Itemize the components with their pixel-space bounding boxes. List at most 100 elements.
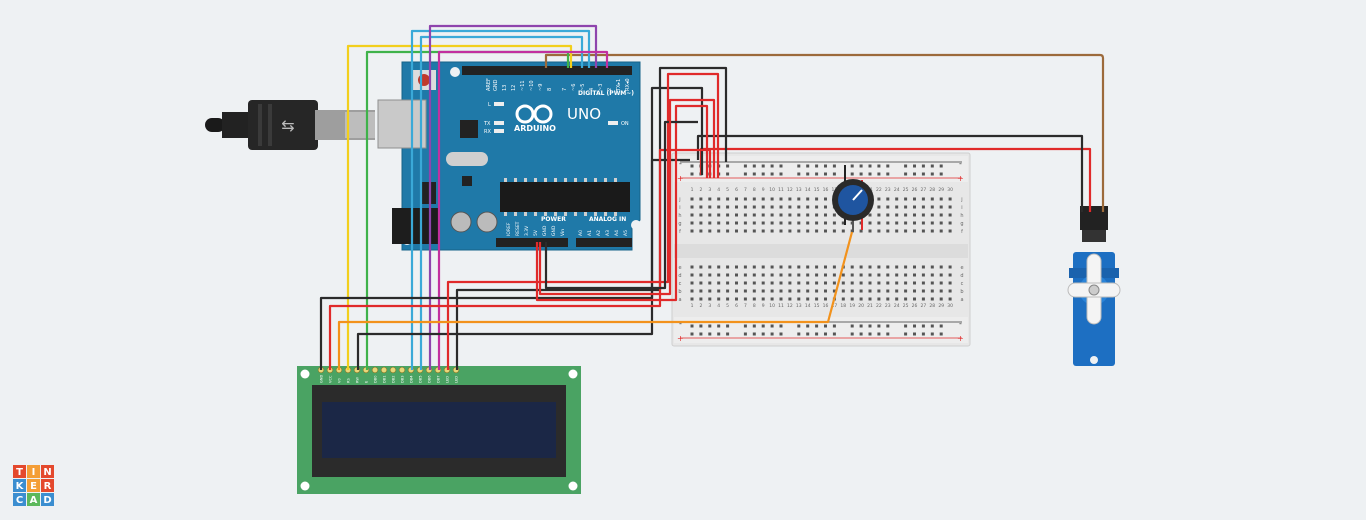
terminal-hole[interactable]	[815, 297, 819, 301]
terminal-hole[interactable]	[948, 213, 952, 217]
terminal-hole[interactable]	[948, 281, 952, 285]
terminal-hole[interactable]	[895, 197, 899, 201]
terminal-hole[interactable]	[770, 281, 774, 285]
terminal-hole[interactable]	[904, 205, 908, 209]
terminal-hole[interactable]	[699, 197, 703, 201]
rail-hole[interactable]	[726, 172, 730, 176]
rail-hole[interactable]	[761, 324, 765, 328]
terminal-hole[interactable]	[913, 289, 916, 293]
terminal-hole[interactable]	[788, 289, 792, 293]
lcd-pin[interactable]	[371, 366, 379, 374]
rail-hole[interactable]	[752, 164, 756, 168]
terminal-hole[interactable]	[895, 205, 899, 209]
terminal-hole[interactable]	[797, 289, 801, 293]
terminal-hole[interactable]	[895, 281, 899, 285]
terminal-hole[interactable]	[930, 289, 934, 293]
terminal-hole[interactable]	[904, 197, 908, 201]
rail-hole[interactable]	[824, 164, 827, 168]
terminal-hole[interactable]	[788, 229, 792, 233]
terminal-hole[interactable]	[868, 281, 872, 285]
rail-hole[interactable]	[797, 172, 801, 176]
terminal-hole[interactable]	[868, 265, 872, 269]
terminal-hole[interactable]	[788, 273, 792, 277]
rail-hole[interactable]	[815, 164, 819, 168]
rail-hole[interactable]	[806, 172, 810, 176]
terminal-hole[interactable]	[726, 273, 730, 277]
terminal-hole[interactable]	[868, 229, 872, 233]
terminal-hole[interactable]	[726, 197, 730, 201]
terminal-hole[interactable]	[797, 265, 801, 269]
terminal-hole[interactable]	[806, 221, 810, 225]
terminal-hole[interactable]	[832, 281, 836, 285]
rail-hole[interactable]	[717, 324, 721, 328]
terminal-hole[interactable]	[930, 213, 934, 217]
rail-hole[interactable]	[779, 324, 783, 328]
terminal-hole[interactable]	[859, 297, 863, 301]
rail-hole[interactable]	[690, 332, 694, 336]
terminal-hole[interactable]	[921, 297, 925, 301]
terminal-hole[interactable]	[913, 281, 916, 285]
terminal-hole[interactable]	[699, 229, 703, 233]
terminal-hole[interactable]	[815, 289, 819, 293]
terminal-hole[interactable]	[770, 297, 774, 301]
terminal-hole[interactable]	[779, 289, 783, 293]
terminal-hole[interactable]	[832, 229, 836, 233]
rail-hole[interactable]	[752, 332, 756, 336]
rail-hole[interactable]	[797, 332, 801, 336]
terminal-hole[interactable]	[850, 273, 854, 277]
terminal-hole[interactable]	[743, 229, 747, 233]
rail-hole[interactable]	[743, 172, 747, 176]
terminal-hole[interactable]	[921, 273, 925, 277]
rail-hole[interactable]	[939, 172, 943, 176]
rail-hole[interactable]	[859, 324, 863, 328]
terminal-hole[interactable]	[699, 281, 703, 285]
terminal-hole[interactable]	[735, 297, 738, 301]
rail-hole[interactable]	[690, 172, 694, 176]
terminal-hole[interactable]	[770, 213, 774, 217]
rail-hole[interactable]	[921, 324, 925, 328]
terminal-hole[interactable]	[832, 221, 836, 225]
terminal-hole[interactable]	[913, 221, 916, 225]
rail-hole[interactable]	[743, 332, 747, 336]
terminal-hole[interactable]	[779, 229, 783, 233]
terminal-hole[interactable]	[895, 289, 899, 293]
rail-hole[interactable]	[921, 332, 925, 336]
terminal-hole[interactable]	[841, 273, 845, 277]
terminal-hole[interactable]	[904, 213, 908, 217]
terminal-hole[interactable]	[690, 289, 694, 293]
rail-hole[interactable]	[770, 172, 774, 176]
rail-hole[interactable]	[690, 164, 694, 168]
terminal-hole[interactable]	[726, 297, 730, 301]
terminal-hole[interactable]	[850, 265, 854, 269]
terminal-hole[interactable]	[877, 265, 881, 269]
terminal-hole[interactable]	[886, 197, 890, 201]
rail-hole[interactable]	[806, 324, 810, 328]
terminal-hole[interactable]	[824, 273, 827, 277]
rail-hole[interactable]	[939, 332, 943, 336]
terminal-hole[interactable]	[913, 229, 916, 233]
terminal-hole[interactable]	[939, 213, 943, 217]
rail-hole[interactable]	[904, 332, 908, 336]
rail-hole[interactable]	[930, 324, 934, 328]
terminal-hole[interactable]	[797, 297, 801, 301]
terminal-hole[interactable]	[797, 281, 801, 285]
terminal-hole[interactable]	[832, 273, 836, 277]
terminal-hole[interactable]	[717, 197, 721, 201]
terminal-hole[interactable]	[770, 273, 774, 277]
rail-hole[interactable]	[877, 324, 881, 328]
rail-hole[interactable]	[868, 172, 872, 176]
terminal-hole[interactable]	[815, 265, 819, 269]
terminal-hole[interactable]	[877, 273, 881, 277]
terminal-hole[interactable]	[690, 229, 694, 233]
terminal-hole[interactable]	[824, 265, 827, 269]
terminal-hole[interactable]	[752, 297, 756, 301]
terminal-hole[interactable]	[743, 205, 747, 209]
rail-hole[interactable]	[770, 164, 774, 168]
terminal-hole[interactable]	[717, 297, 721, 301]
rail-hole[interactable]	[877, 172, 881, 176]
analog-header-pins[interactable]	[576, 238, 632, 247]
terminal-hole[interactable]	[806, 273, 810, 277]
terminal-hole[interactable]	[886, 273, 890, 277]
terminal-hole[interactable]	[877, 197, 881, 201]
terminal-hole[interactable]	[948, 197, 952, 201]
